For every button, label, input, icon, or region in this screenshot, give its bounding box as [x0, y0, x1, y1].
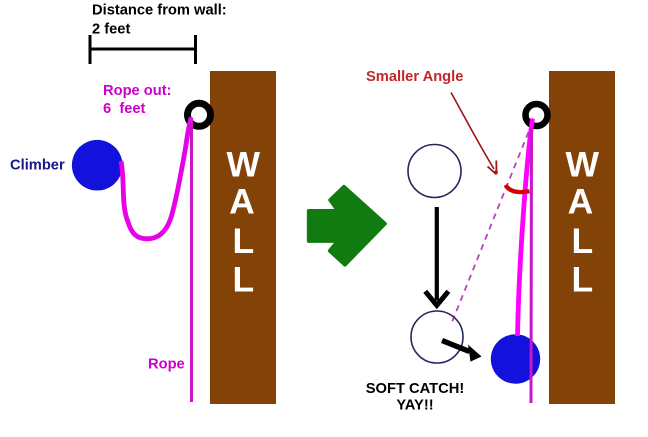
svg-text:W: W [227, 144, 261, 184]
svg-text:YAY!!: YAY!! [396, 398, 433, 414]
svg-text:L: L [232, 221, 254, 261]
svg-text:W: W [566, 144, 600, 184]
svg-text:L: L [232, 260, 254, 300]
svg-text:Climber: Climber [10, 157, 65, 173]
svg-text:Distance from wall:: Distance from wall: [92, 3, 227, 19]
svg-text:6 feet: 6 feet [103, 101, 146, 117]
svg-text:Rope: Rope [148, 357, 185, 373]
svg-text:A: A [229, 181, 255, 221]
svg-text:SOFT CATCH!: SOFT CATCH! [366, 381, 464, 397]
svg-text:Smaller Angle: Smaller Angle [366, 69, 463, 85]
svg-text:L: L [571, 260, 593, 300]
svg-text:Rope out:: Rope out: [103, 83, 172, 99]
svg-text:2 feet: 2 feet [92, 21, 130, 37]
svg-text:A: A [568, 181, 594, 221]
svg-text:L: L [571, 221, 593, 261]
